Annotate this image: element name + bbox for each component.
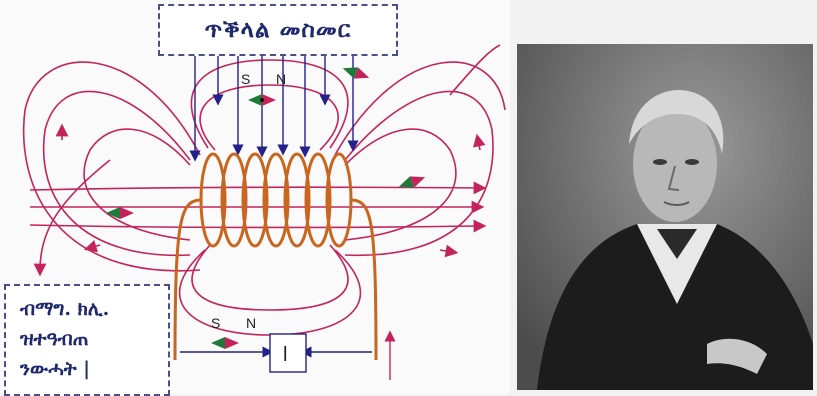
portrait-image <box>517 44 813 390</box>
hands <box>707 338 767 374</box>
solenoid-diagram: l S N <box>4 4 506 396</box>
coil-wire-label: ጥቕላል መስመር <box>158 4 398 56</box>
cravat <box>657 229 697 259</box>
pole-label-bottom-south: S <box>211 315 220 331</box>
source-box <box>269 333 307 373</box>
note-line-2: ዝተዓብጠ <box>20 328 89 350</box>
pole-label-bottom-north: N <box>246 315 256 331</box>
circuit-wire <box>180 330 396 380</box>
note-line-3: ንውሓት | <box>20 358 91 380</box>
compass-needles <box>106 67 426 349</box>
magnetic-field-diagram: l S N <box>22 44 506 380</box>
hair <box>629 89 724 154</box>
shirt <box>637 224 717 304</box>
field-arrows <box>189 50 359 162</box>
solenoid-coil <box>173 152 378 361</box>
portrait-photo <box>517 44 813 390</box>
source-symbol: l <box>283 344 287 366</box>
note-line-1: ብማግ. ክሊ. <box>20 298 110 320</box>
magnetic-field-note: ብማግ. ክሊ. ዝተዓብጠ ንውሓት | <box>4 284 170 396</box>
face <box>633 106 717 222</box>
pole-label-top-south: S <box>241 71 250 87</box>
pole-label-top-north: N <box>276 71 286 87</box>
